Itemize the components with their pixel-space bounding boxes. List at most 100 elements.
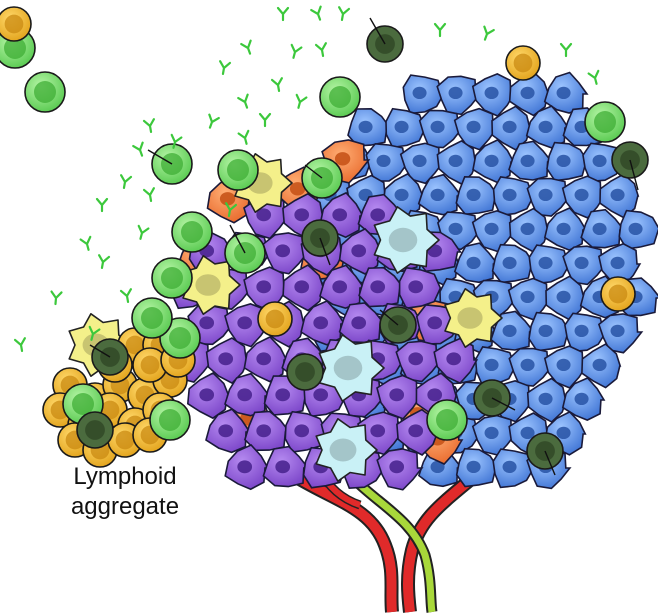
purple-tumor-cell xyxy=(205,408,252,454)
yellow-star-cell xyxy=(444,288,503,348)
cyan-star-cell xyxy=(315,418,378,482)
antibody-icon xyxy=(50,290,63,306)
blue-tumor-cell xyxy=(385,107,427,149)
cyan-star-cell xyxy=(373,206,440,274)
dark-green-immune-cell xyxy=(76,411,114,449)
blue-tumor-cell xyxy=(597,242,642,287)
antibody-icon xyxy=(587,69,600,85)
gold-immune-cell xyxy=(505,45,541,81)
gold-immune-cell xyxy=(0,6,32,42)
antibodies xyxy=(13,5,600,353)
blue-tumor-cell xyxy=(564,312,608,353)
blue-tumor-cell xyxy=(490,310,536,351)
blue-tumor-cell xyxy=(526,377,568,423)
antibody-icon xyxy=(237,93,249,109)
antibody-icon xyxy=(290,43,303,59)
antibody-icon xyxy=(170,133,183,149)
blood-vessels xyxy=(281,464,475,613)
star-shaped-cells xyxy=(68,153,503,482)
green-immune-cell xyxy=(131,297,173,339)
antibody-icon xyxy=(559,42,573,58)
green-immune-cell xyxy=(149,399,191,441)
antibody-icon xyxy=(433,22,447,38)
antibody-icon xyxy=(208,113,220,129)
lymphoid-aggregate-label: Lymphoid aggregate xyxy=(55,462,195,522)
blue-tumor-cell xyxy=(436,75,482,116)
blue-tumor-cell xyxy=(455,175,500,216)
dark-green-immune-cell xyxy=(286,353,324,391)
cyan-star-cell xyxy=(318,334,385,402)
purple-tumor-cell xyxy=(398,266,442,310)
purple-tumor-cell xyxy=(224,444,270,491)
antibody-icon xyxy=(219,60,232,76)
antibody-icon xyxy=(95,197,109,213)
green-immune-cell xyxy=(151,257,193,299)
blue-tumor-cell xyxy=(546,141,590,182)
yellow-star-cell xyxy=(182,255,241,315)
antibody-icon xyxy=(270,77,283,93)
cell-arrow xyxy=(369,17,386,45)
antibody-icon xyxy=(237,129,250,145)
immune-cells xyxy=(0,6,649,476)
blue-tumor-cell xyxy=(528,244,572,285)
green-immune-cell xyxy=(24,71,66,113)
cell-arrow xyxy=(379,309,399,326)
antibody-icon xyxy=(79,235,92,251)
blue-tumor-cell xyxy=(492,176,535,217)
green-immune-cell xyxy=(319,76,361,118)
blue-tumor-cell xyxy=(543,345,588,389)
blue-tumor-cell xyxy=(543,71,589,114)
purple-tumor-cell xyxy=(376,374,423,420)
blue-tumor-cell xyxy=(455,447,500,488)
blue-tumor-cell xyxy=(365,142,410,183)
antibody-icon xyxy=(13,337,26,353)
blue-tumor-cell xyxy=(418,109,464,149)
blue-tumor-cell xyxy=(471,210,517,253)
cell-arrow xyxy=(229,224,246,254)
label-line-1: Lymphoid xyxy=(73,463,177,490)
gold-immune-cell xyxy=(600,276,636,312)
blue-tumor-cell xyxy=(491,243,536,284)
antibody-icon xyxy=(142,118,155,134)
blue-tumor-cell xyxy=(508,207,550,253)
cell-arrow xyxy=(304,164,323,179)
gold-immune-cell xyxy=(257,301,293,337)
purple-tumor-cell xyxy=(338,227,383,275)
gold-lymphoid-cell xyxy=(132,347,168,383)
purple-tumor-cell xyxy=(376,448,424,491)
antibody-icon xyxy=(88,325,101,341)
antibody-icon xyxy=(276,6,290,22)
blue-tumor-cell xyxy=(618,209,658,250)
cell-arrow xyxy=(629,159,639,191)
green-immune-cell xyxy=(217,149,259,191)
purple-tumor-cell xyxy=(395,340,443,383)
blue-tumor-cell xyxy=(453,107,499,151)
purple-tumor-cell xyxy=(282,264,325,312)
blue-tumor-cell xyxy=(597,313,644,354)
green-immune-cell xyxy=(171,211,213,253)
antibody-icon xyxy=(137,224,150,240)
purple-tumor-cell xyxy=(262,445,310,488)
antibody-icon xyxy=(225,202,238,218)
antibody-icon xyxy=(295,93,308,109)
blue-tumor-cell xyxy=(561,377,606,421)
blue-tumor-cell xyxy=(402,74,446,115)
cell-arrow xyxy=(544,450,556,476)
antibody-icon xyxy=(120,174,133,190)
antibody-icon xyxy=(483,25,495,41)
blue-tumor-cell xyxy=(508,347,554,387)
blue-tumor-cell xyxy=(581,343,622,389)
antibody-icon xyxy=(338,6,351,22)
blue-tumor-cell xyxy=(471,73,516,117)
tumor-cells-purple xyxy=(167,191,479,491)
blue-tumor-cell xyxy=(399,142,445,185)
cell-arrow xyxy=(147,149,173,165)
purple-tumor-cell xyxy=(433,337,479,385)
antibody-icon xyxy=(132,141,144,157)
blue-tumor-cell xyxy=(528,311,572,352)
label-line-2: aggregate xyxy=(70,493,180,520)
green-immune-cell xyxy=(426,399,468,441)
antibody-icon xyxy=(119,288,132,304)
blue-tumor-cell xyxy=(508,140,554,181)
